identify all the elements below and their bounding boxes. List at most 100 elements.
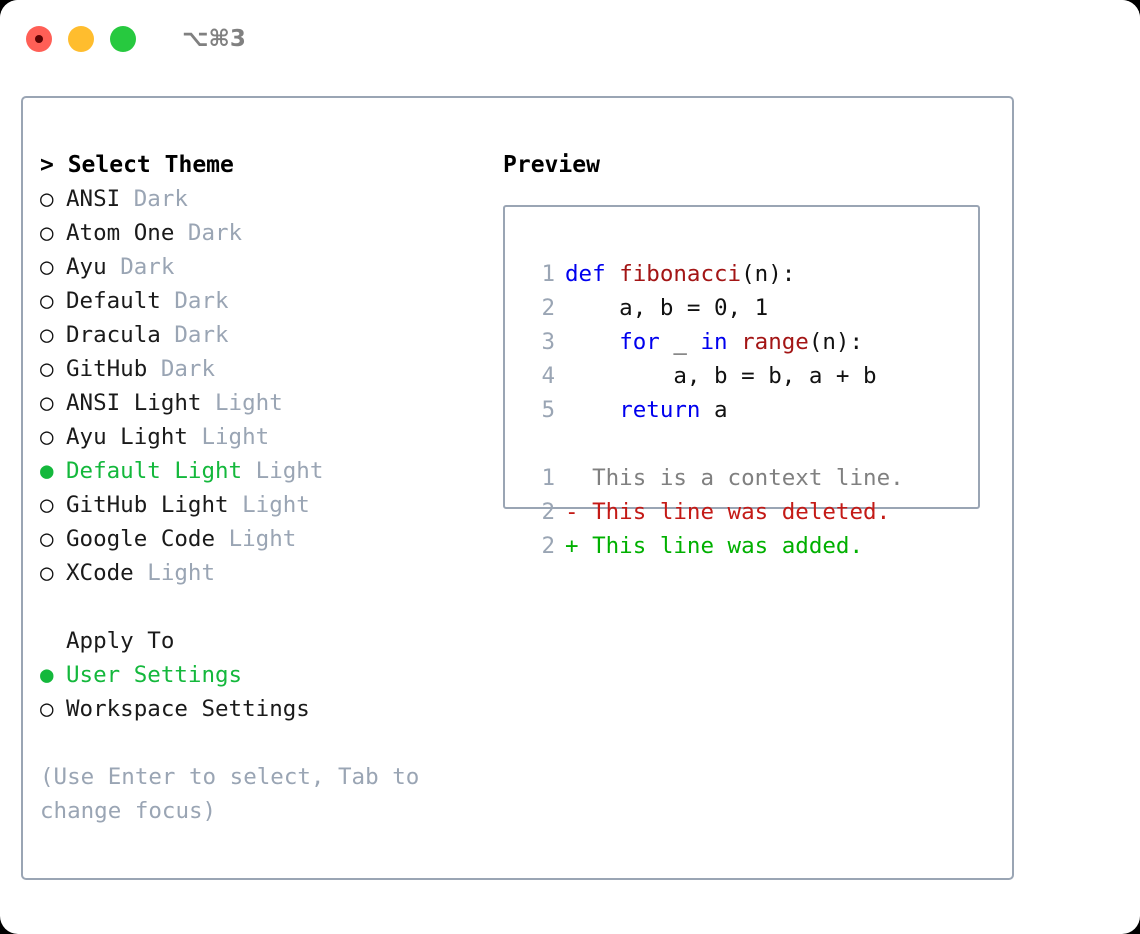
theme-list-column: > Select Theme ○ANSI Dark○Atom One Dark○… (40, 148, 490, 828)
diff-sign: + (565, 533, 593, 559)
theme-label-gap (120, 186, 134, 212)
diff-text: This line was added. (592, 533, 864, 559)
theme-variant-label: Dark (133, 186, 188, 212)
apply-to-option-label: Workspace Settings (66, 696, 310, 722)
theme-list-item[interactable]: ○GitHub Light Light (40, 488, 490, 522)
theme-label-gap (201, 390, 215, 416)
code-token: (n): (741, 261, 796, 287)
theme-variant-label: Light (228, 526, 297, 552)
radio-unselected-icon: ○ (40, 288, 54, 314)
theme-label-gap (215, 526, 229, 552)
preview-column: Preview (503, 148, 998, 182)
diff-line-number: 2 (541, 499, 555, 525)
radio-unselected-icon: ○ (40, 186, 54, 212)
traffic-lights (26, 26, 136, 52)
apply-to-option-label: User Settings (66, 662, 243, 688)
code-token: fibonacci (619, 261, 742, 287)
theme-list-item[interactable]: ○Ayu Dark (40, 250, 490, 284)
code-line: 2 a, b = 0, 1 (527, 291, 904, 325)
radio-unselected-icon: ○ (40, 526, 54, 552)
theme-list-item[interactable]: ○Atom One Dark (40, 216, 490, 250)
line-number: 3 (541, 329, 555, 355)
theme-label-gap (147, 356, 161, 382)
theme-label-gap (161, 322, 175, 348)
theme-variant-label: Light (201, 424, 270, 450)
theme-name-label: GitHub Light (66, 492, 229, 518)
theme-list[interactable]: ○ANSI Dark○Atom One Dark○Ayu Dark○Defaul… (40, 182, 490, 590)
radio-selected-icon: ● (40, 662, 54, 688)
preview-blank-line (527, 427, 904, 461)
theme-label-gap (242, 458, 256, 484)
diff-line: 1 This is a context line. (527, 461, 904, 495)
radio-unselected-icon: ○ (40, 560, 54, 586)
maximize-button-icon[interactable] (110, 26, 136, 52)
window-shortcut-label: ⌥⌘3 (182, 26, 246, 52)
theme-name-label: Dracula (66, 322, 161, 348)
theme-name-label: GitHub (66, 356, 148, 382)
code-token: a, b = 0, 1 (565, 295, 769, 321)
theme-list-item[interactable]: ○GitHub Dark (40, 352, 490, 386)
apply-to-list[interactable]: ● User Settings ○ Workspace Settings (40, 658, 490, 726)
code-token: range (741, 329, 809, 355)
diff-text: This line was deleted. (592, 499, 891, 525)
code-token: for (619, 329, 660, 355)
theme-label-gap (174, 220, 188, 246)
theme-variant-label: Dark (187, 220, 243, 246)
code-token (565, 397, 619, 423)
diff-line-number: 1 (541, 465, 555, 491)
diff-text: This is a context line. (592, 465, 904, 491)
theme-variant-label: Dark (174, 288, 229, 314)
apply-to-option[interactable]: ○ Workspace Settings (40, 692, 490, 726)
code-token: (n): (808, 329, 864, 355)
panel-columns: > Select Theme ○ANSI Dark○Atom One Dark○… (23, 98, 1012, 878)
theme-list-item[interactable]: ○ Google Code Light (40, 522, 490, 556)
code-token: a (700, 397, 728, 423)
hint-spacer (40, 726, 490, 760)
diff-line-number: 2 (541, 533, 555, 559)
apply-to-option[interactable]: ● User Settings (40, 658, 490, 692)
apply-to-header-indent (40, 624, 66, 658)
theme-variant-label: Dark (174, 322, 229, 348)
diff-sign: - (565, 499, 593, 525)
theme-list-item[interactable]: ○ Default Dark (40, 284, 490, 318)
close-button-icon[interactable] (26, 26, 52, 52)
theme-list-item[interactable]: ●Default Light Light (40, 454, 490, 488)
code-line: 4 a, b = b, a + b (527, 359, 904, 393)
line-number: 1 (541, 261, 555, 287)
code-token (728, 329, 742, 355)
theme-name-label: XCode (66, 560, 134, 586)
line-number: 5 (541, 397, 555, 423)
theme-list-item[interactable]: ○ Ayu Light Light (40, 420, 490, 454)
diff-sign (565, 465, 592, 491)
radio-unselected-icon: ○ (40, 424, 54, 450)
apply-to-header-label: Apply To (66, 628, 175, 654)
theme-label-gap (229, 492, 243, 518)
radio-unselected-icon: ○ (40, 696, 54, 722)
theme-list-item[interactable]: ○ Dracula Dark (40, 318, 490, 352)
theme-list-item[interactable]: ○ XCode Light (40, 556, 490, 590)
theme-name-label: ANSI (66, 186, 121, 212)
line-number: 2 (541, 295, 555, 321)
theme-name-label: Google Code (66, 526, 216, 552)
theme-list-item[interactable]: ○ ANSI Dark (40, 182, 490, 216)
keyboard-hint-text: (Use Enter to select, Tab to change focu… (40, 764, 433, 824)
theme-variant-label: Light (242, 492, 310, 518)
diff-line: 2- This line was deleted. (527, 495, 904, 529)
radio-unselected-icon: ○ (40, 322, 54, 348)
theme-variant-label: Light (147, 560, 216, 586)
theme-label-gap (107, 254, 121, 280)
theme-variant-label: Light (215, 390, 283, 416)
theme-name-label: Ayu Light (66, 424, 188, 450)
code-token: a, b = b, a + b (565, 363, 877, 389)
theme-name-label: Atom One (66, 220, 175, 246)
diff-line: 2 + This line was added. (527, 529, 904, 563)
theme-list-item[interactable]: ○ANSI Light Light (40, 386, 490, 420)
theme-name-label: Default (66, 288, 161, 314)
minimize-button-icon[interactable] (68, 26, 94, 52)
theme-name-label: ANSI Light (66, 390, 202, 416)
apply-to-header: Apply To (40, 624, 490, 658)
theme-variant-label: Light (255, 458, 324, 484)
